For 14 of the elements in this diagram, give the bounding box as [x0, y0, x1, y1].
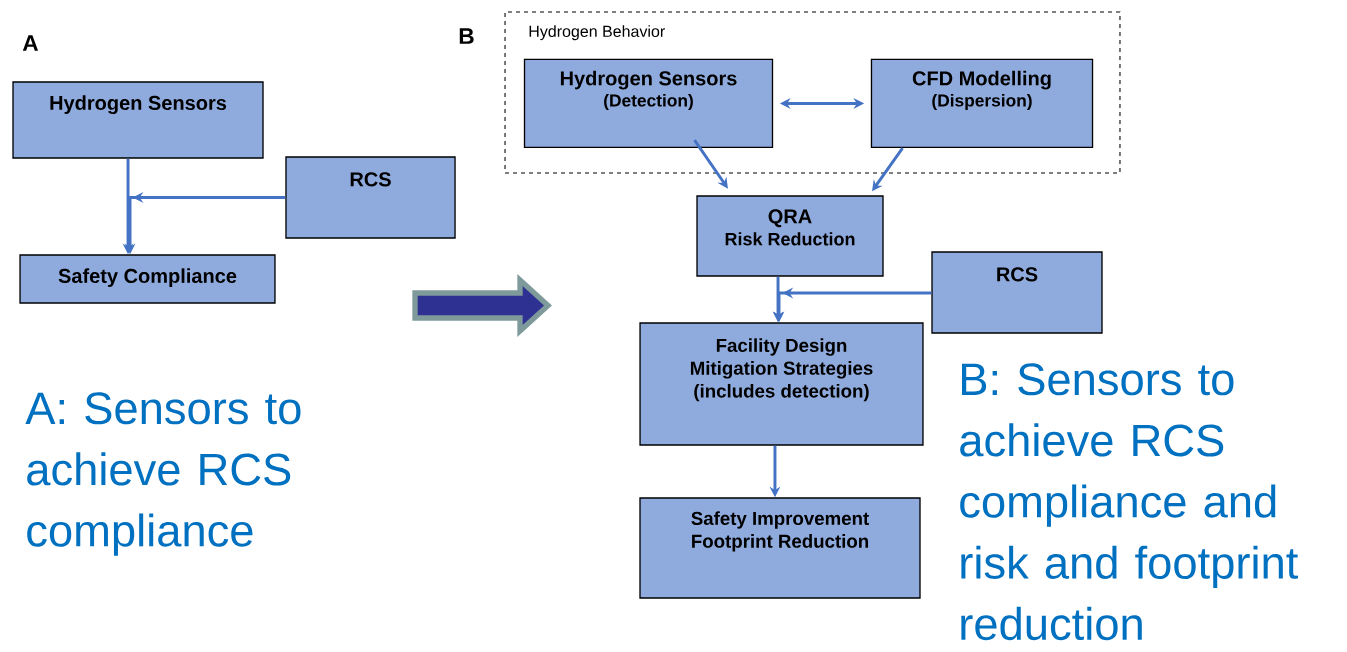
process-box: QRA Risk Reduction	[696, 195, 884, 277]
caption-text: A: Sensors to achieve RCS compliance	[25, 392, 301, 556]
process-box: Safety Improvement Footprint Reduction	[639, 497, 921, 599]
panel-letter: B	[459, 28, 474, 44]
process-box: Hydrogen Sensors (Detection)	[523, 58, 774, 149]
panel-letter: A	[22, 35, 39, 51]
process-box: Safety Compliance	[19, 254, 276, 304]
group-title: Hydrogen Behavior	[529, 25, 665, 41]
caption-text: B: Sensors to achieve RCS compliance and risk and footprint reduction	[960, 363, 1298, 641]
process-box: Hydrogen Sensors	[12, 81, 264, 159]
process-box: Facility Design Mitigation Strategies (includes detection)	[639, 322, 924, 446]
process-box: RCS	[285, 156, 456, 239]
process-box: CFD Modelling (Dispersion)	[870, 58, 1094, 149]
process-box: RCS	[931, 251, 1103, 334]
